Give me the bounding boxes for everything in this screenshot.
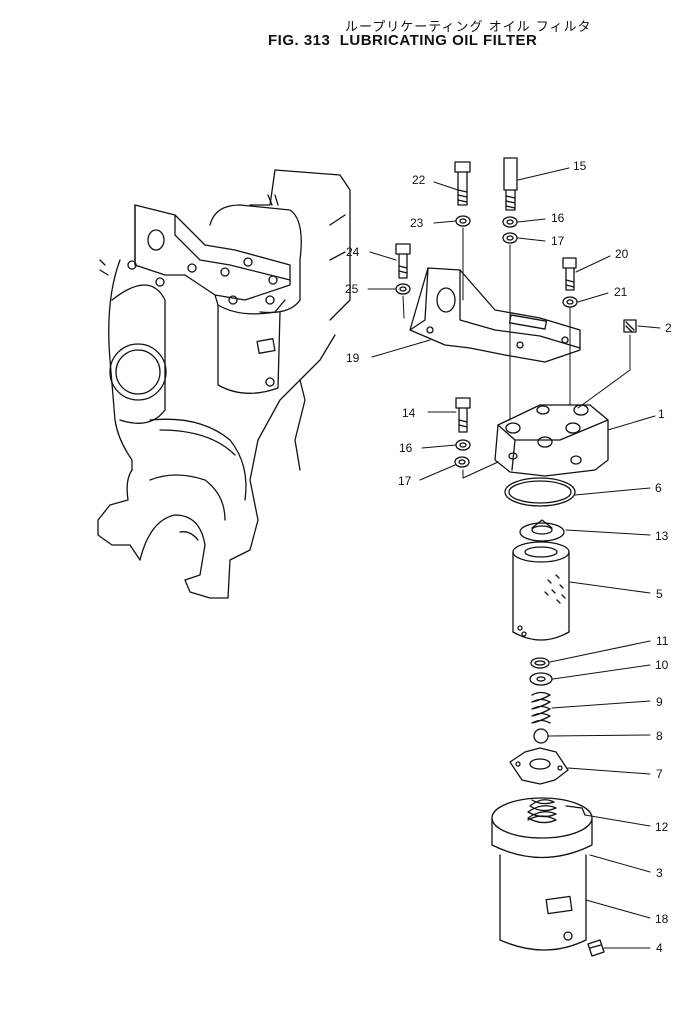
title-japanese: ループリケーティング オイル フィルタ (345, 20, 592, 35)
callout-10: 10 (655, 658, 669, 672)
part-9-spring (531, 691, 551, 724)
part-20-bolt (562, 257, 577, 291)
part-16-washer-top (502, 216, 518, 228)
callout-19: 19 (346, 351, 360, 365)
part-13-seal (519, 519, 565, 542)
part-22-bolt (454, 161, 471, 206)
callout-15: 15 (573, 159, 587, 173)
callout-16-lower: 16 (399, 441, 413, 455)
callout-11: 11 (656, 634, 669, 648)
part-15-stud (503, 157, 518, 211)
callout-16-top: 16 (551, 211, 565, 225)
callout-1: 1 (658, 407, 665, 421)
part-14-bolt (455, 397, 471, 433)
part-17-washer-lower (454, 456, 470, 468)
figure-number: FIG. 313 (268, 32, 331, 49)
part-16-washer-lower (455, 439, 471, 451)
callout-18: 18 (655, 912, 669, 926)
part-19-bracket (409, 267, 581, 363)
part-25-washer (395, 283, 411, 295)
installed-filter (209, 194, 302, 394)
part-17-washer-top (502, 232, 518, 244)
callout-25: 25 (345, 282, 359, 296)
callout-5: 5 (656, 587, 663, 601)
callout-4: 4 (656, 941, 663, 955)
figure-title: FIG. 313 LUBRICATING OIL FILTER (268, 32, 537, 49)
callout-2: 2 (665, 321, 672, 335)
callout-17-lower: 17 (398, 474, 412, 488)
part-4-drain-plug (587, 939, 605, 957)
part-10-washer (529, 672, 553, 686)
part-23-washer (455, 215, 471, 227)
part-5-filter-element (512, 541, 570, 641)
engine-gear-cover (109, 284, 167, 424)
callout-23: 23 (410, 216, 424, 230)
figure-name: LUBRICATING OIL FILTER (339, 32, 538, 49)
callout-8: 8 (656, 729, 663, 743)
callout-22: 22 (412, 173, 426, 187)
callout-3: 3 (656, 866, 663, 880)
callout-7: 7 (656, 767, 663, 781)
part-3-filter-case (491, 797, 593, 951)
part-8-ball (533, 728, 549, 744)
part-12-spring (527, 799, 586, 824)
part-7-valve-seat (509, 747, 569, 785)
callout-labels: 22 15 23 16 17 24 20 25 21 2 19 14 1 16 … (345, 159, 672, 955)
callout-21: 21 (614, 285, 628, 299)
engine-block-outline (97, 169, 351, 599)
leader-lines (367, 167, 661, 949)
callout-17-top: 17 (551, 234, 565, 248)
callout-12: 12 (655, 820, 669, 834)
part-1-filter-head (494, 404, 609, 477)
callout-9: 9 (656, 695, 663, 709)
callout-24: 24 (346, 245, 360, 259)
installed-bracket (127, 204, 291, 305)
part-11-ring (530, 657, 550, 669)
part-2-plug (623, 319, 637, 333)
callout-20: 20 (615, 247, 629, 261)
callout-13: 13 (655, 529, 669, 543)
part-6-o-ring (504, 477, 576, 507)
callout-14: 14 (402, 406, 416, 420)
callout-6: 6 (655, 481, 662, 495)
part-24-bolt (395, 243, 411, 279)
part-21-washer (562, 296, 578, 308)
